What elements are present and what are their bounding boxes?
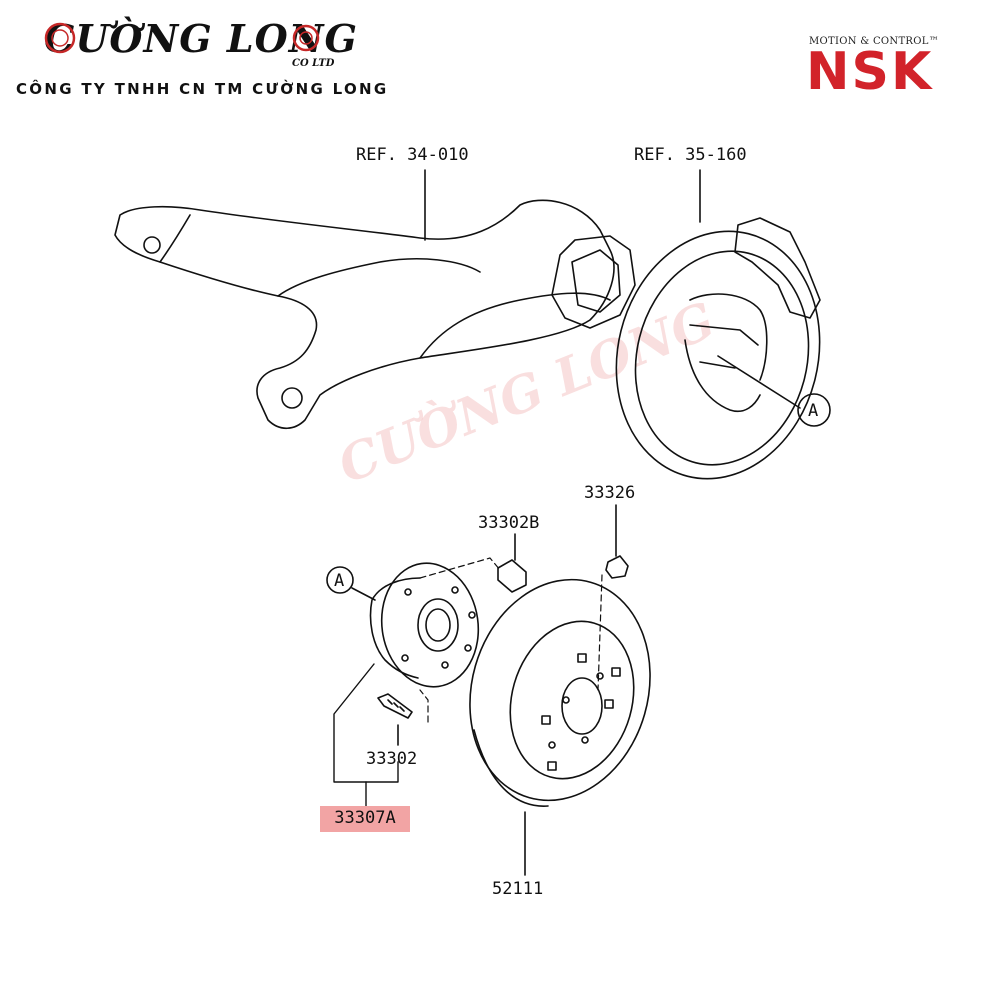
trailing-arm — [114, 169, 636, 430]
brand-wordmark: CƯỜNG LONG — [44, 16, 358, 61]
part-label-33307a-text: 33307A — [334, 808, 396, 828]
backing-plate — [615, 169, 831, 480]
brake-disc — [469, 578, 651, 876]
bearing-ring-icon — [44, 22, 320, 54]
brand-suffix: CO LTD — [292, 58, 335, 69]
hub-assembly — [326, 562, 480, 688]
ref-arm-label: REF. 34-010 — [356, 145, 469, 165]
part-label-33302: 33302 — [366, 749, 417, 769]
assembly-guides — [419, 557, 603, 723]
nsk-tagline: MOTION & CONTROL™ — [809, 36, 940, 47]
ref-backing-plate-label: REF. 35-160 — [634, 145, 747, 165]
brand-logo: CƯỜNG LONG CO LTD — [44, 14, 357, 76]
stud-33302 — [377, 693, 413, 746]
callout-a-hub: A — [334, 571, 344, 591]
nut-33326 — [605, 504, 629, 579]
part-label-52111: 52111 — [492, 879, 543, 899]
assembly-bracket — [333, 663, 399, 807]
company-name: CÔNG TY TNHH CN TM CƯỜNG LONG — [16, 80, 389, 98]
part-label-33302b: 33302B — [478, 513, 539, 533]
part-label-33326: 33326 — [584, 483, 635, 503]
callout-a-top: A — [808, 401, 818, 421]
part-label-33307a: 33307A — [320, 806, 410, 832]
nsk-wordmark: NSK — [806, 42, 934, 102]
nsk-logo: MOTION & CONTROL™ NSK — [806, 36, 956, 102]
bolt-33302b — [497, 533, 527, 593]
